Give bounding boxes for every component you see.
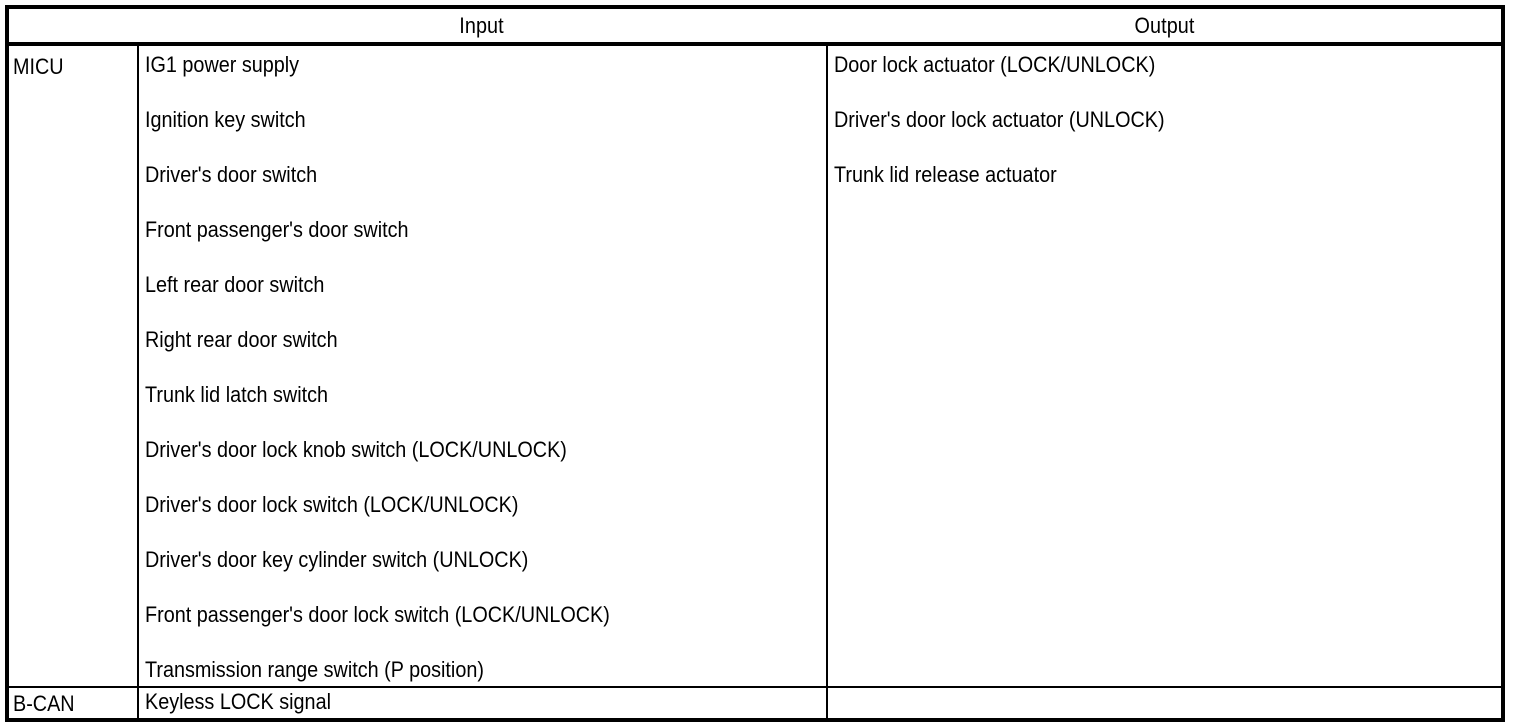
table-body: MICU IG1 power supply Ignition key switc… [9, 46, 1501, 722]
cell-output-micu: Door lock actuator (LOCK/UNLOCK) Driver'… [826, 46, 1501, 686]
list-item: Trunk lid release actuator [834, 162, 1057, 187]
list-item: Front passenger's door lock switch (LOCK… [145, 602, 610, 627]
list-item: Driver's door lock switch (LOCK/UNLOCK) [145, 492, 519, 517]
table-row: MICU IG1 power supply Ignition key switc… [9, 46, 1501, 688]
list-item: Driver's door switch [145, 162, 318, 187]
list-item: IG1 power supply [145, 52, 300, 77]
input-item-list: Keyless LOCK signal [145, 689, 824, 719]
list-item: Keyless LOCK signal [145, 689, 331, 714]
module-label: MICU [13, 54, 64, 79]
input-item-list: IG1 power supply Ignition key switch Dri… [145, 52, 824, 686]
cell-module-bcan: B-CAN [9, 688, 137, 722]
list-item: Driver's door key cylinder switch (UNLOC… [145, 547, 529, 572]
list-item: Right rear door switch [145, 327, 338, 352]
cell-input-micu: IG1 power supply Ignition key switch Dri… [137, 46, 826, 686]
empty-output-cell [828, 688, 1501, 722]
table-row: B-CAN Keyless LOCK signal [9, 688, 1501, 722]
list-item: Front passenger's door switch [145, 217, 409, 242]
output-item-list: Door lock actuator (LOCK/UNLOCK) Driver'… [834, 52, 1499, 217]
table-header-row: Input Output [9, 9, 1501, 46]
cell-output-bcan [826, 688, 1501, 722]
list-item: Driver's door lock knob switch (LOCK/UNL… [145, 437, 567, 462]
list-item: Ignition key switch [145, 107, 306, 132]
input-output-table: Input Output MICU IG1 power supply Ignit… [5, 5, 1505, 722]
list-item: Driver's door lock actuator (UNLOCK) [834, 107, 1165, 132]
module-label: B-CAN [13, 691, 75, 716]
column-header-output: Output [1134, 13, 1195, 38]
cell-input-bcan: Keyless LOCK signal [137, 688, 826, 722]
list-item: Left rear door switch [145, 272, 325, 297]
list-item: Transmission range switch (P position) [145, 657, 484, 682]
column-header-module [15, 9, 130, 42]
cell-module-micu: MICU [9, 46, 137, 686]
list-item: Door lock actuator (LOCK/UNLOCK) [834, 52, 1156, 77]
column-header-input: Input [459, 13, 504, 38]
list-item: Trunk lid latch switch [145, 382, 329, 407]
